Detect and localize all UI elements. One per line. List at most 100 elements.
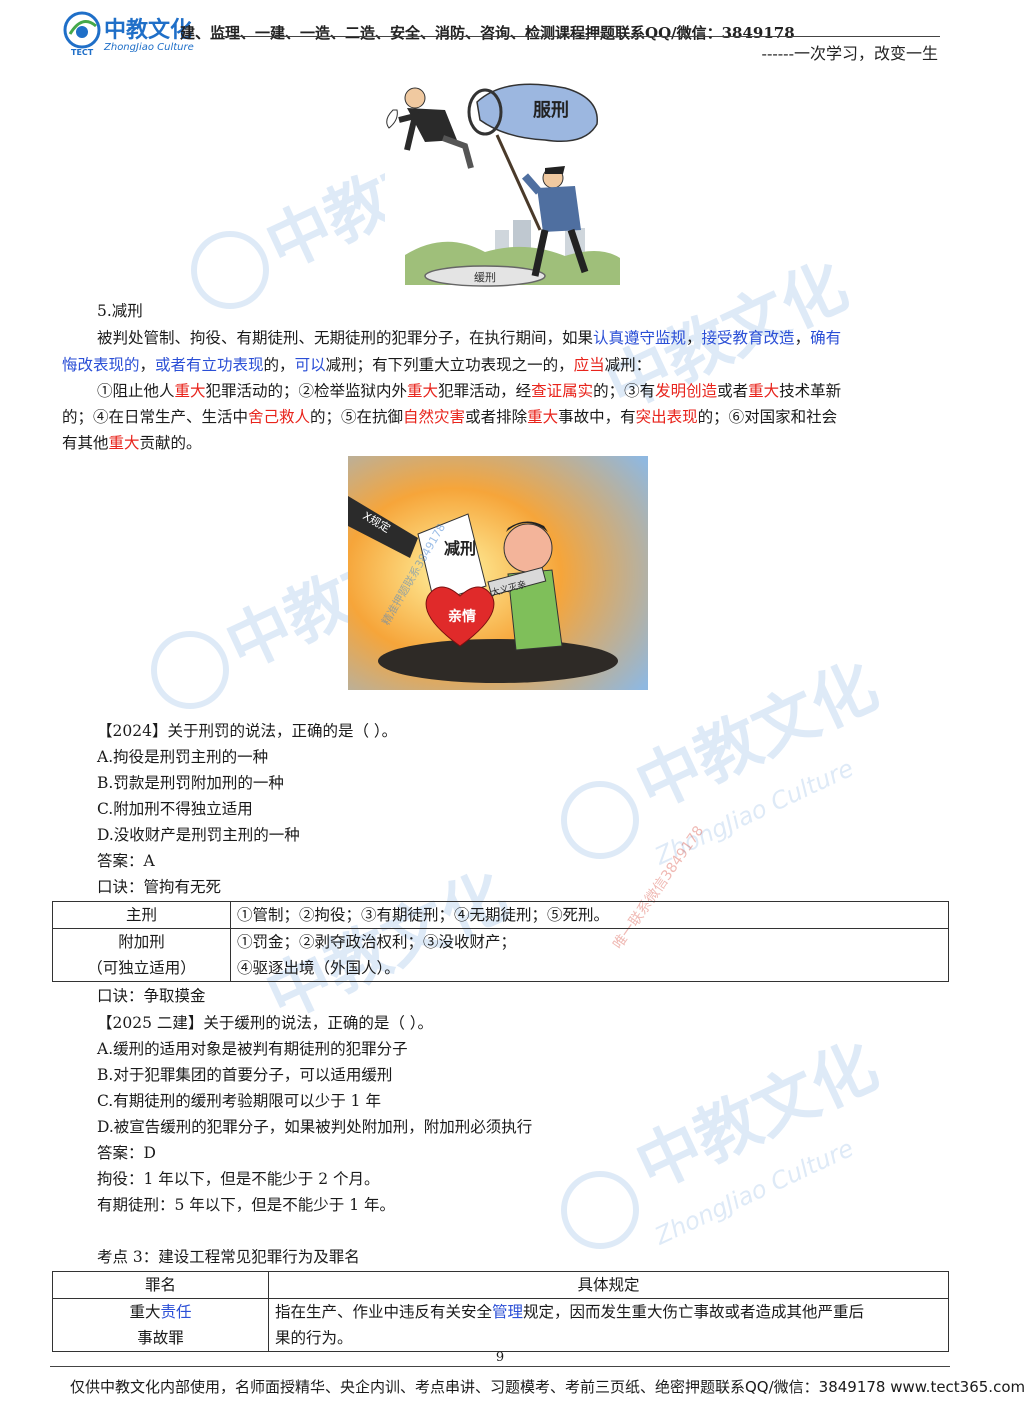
text-run: 事故中，有: [558, 408, 636, 426]
footer-divider: [50, 1366, 950, 1367]
question-option-c: C.附加刑不得独立适用: [97, 800, 253, 818]
column-header: 罪名: [52, 1271, 269, 1299]
highlighted-text: 舍己救人: [248, 408, 311, 426]
watermark-logo: 中教文化 ZhongJiao Culture: [560, 1029, 889, 1264]
question-answer: 答案：D: [97, 1144, 156, 1162]
text-run: 犯罪活动的；②检举监狱内外: [205, 382, 408, 400]
watermark-en: ZhongJiao Culture: [650, 754, 858, 871]
paper-label: 减刑: [444, 539, 476, 558]
logo-abbr: TECT: [71, 48, 94, 57]
text-run: ，: [139, 356, 156, 374]
highlighted-text: 应当: [573, 356, 605, 374]
penalty-type-note: （可独立适用）: [87, 959, 196, 977]
highlighted-text: 重大: [108, 434, 140, 452]
definition-text: 规定，因而发生重大伤亡事故或者造成其他严重后: [523, 1303, 865, 1321]
section-heading: 考点 3：建设工程常见犯罪行为及罪名: [97, 1248, 360, 1266]
page-header: 中教文化 ZhongJiao Culture TECT 建、监理、一建、一造、二…: [0, 0, 1000, 70]
text-run: ，: [794, 329, 811, 347]
text-run: 或者: [717, 382, 749, 400]
mnemonic: 口诀：争取摸金: [97, 987, 206, 1005]
question-option-b: B.对于犯罪集团的首要分子，可以适用缓刑: [97, 1066, 393, 1084]
highlighted-text: 悔改表现的: [62, 356, 140, 374]
text-run: 的；⑥对国家和社会: [697, 408, 838, 426]
highlighted-text: 发明创造: [655, 382, 718, 400]
text-run: 犯罪活动，经: [438, 382, 532, 400]
text-run: 被判处管制、拘役、有期徒刑、无期徒刑的犯罪分子，在执行期间，如果: [97, 329, 594, 347]
watermark-cn: 中教文化: [625, 1029, 888, 1204]
crime-table: 罪名 具体规定 重大责任 事故罪 指在生产、作业中违反有关安全管理规定，因而发生…: [52, 1271, 949, 1352]
penalty-type: 主刑: [125, 906, 157, 924]
logo-subtitle: ZhongJiao Culture: [104, 42, 194, 53]
column-header: 具体规定: [268, 1271, 949, 1299]
watermark-logo: 中教文化 ZhongJiao Culture: [560, 649, 889, 894]
watermark-cn: 中教文化: [625, 649, 888, 824]
text-run: 的；③有: [593, 382, 656, 400]
text-run: 贡献的。: [139, 434, 202, 452]
penalty-items: ①管制；②拘役；③有期徒刑；④无期徒刑；⑤死刑。: [237, 906, 610, 924]
header-divider: [222, 36, 940, 37]
question-answer: 答案：A: [97, 852, 155, 870]
question-option-a: A.缓刑的适用对象是被判有期徒刑的犯罪分子: [97, 1040, 408, 1058]
table-cell: 主刑: [52, 901, 231, 929]
paragraph-line: ①阻止他人重大犯罪活动的；②检举监狱内外重大犯罪活动，经查证属实的；③有发明创造…: [97, 378, 841, 404]
question-option-c: C.有期徒刑的缓刑考验期限可以少于 1 年: [97, 1092, 381, 1110]
question-option-b: B.罚款是刑罚附加刑的一种: [97, 774, 284, 792]
header-title: 建、监理、一建、一造、二造、安全、消防、咨询、检测课程押题联系QQ/微信：384…: [180, 24, 795, 42]
highlighted-text: 突出表现: [635, 408, 698, 426]
highlighted-text: 自然灾害: [403, 408, 466, 426]
cartoon-probation-illustration: 缓刑 服刑: [385, 80, 630, 290]
text-run: 的；④在日常生产、生活中: [62, 408, 249, 426]
company-logo: 中教文化 ZhongJiao Culture TECT: [60, 8, 220, 58]
question-option-d: D.没收财产是刑罚主刑的一种: [97, 826, 300, 844]
footer-text: 仅供中教文化内部使用，名师面授精华、央企内训、考点串讲、习题模考、考前三页纸、绝…: [70, 1378, 1025, 1396]
paragraph-line: 被判处管制、拘役、有期徒刑、无期徒刑的犯罪分子，在执行期间，如果认真遵守监规，接…: [97, 325, 841, 351]
definition-highlight: 管理: [492, 1303, 524, 1321]
table-header-row: 罪名 具体规定: [52, 1271, 949, 1299]
crime-name-highlight: 责任: [160, 1303, 192, 1321]
logo-name: 中教文化: [104, 18, 193, 43]
definition-text: 果的行为。: [275, 1329, 353, 1347]
table-cell: ①罚金；②剥夺政治权利；③没收财产； ④驱逐出境（外国人）。: [230, 928, 949, 982]
highlighted-text: 认真遵守监规: [593, 329, 687, 347]
table-row: 主刑 ①管制；②拘役；③有期徒刑；④无期徒刑；⑤死刑。: [52, 901, 949, 929]
crime-definition: 指在生产、作业中违反有关安全管理规定，因而发生重大伤亡事故或者造成其他严重后 果…: [268, 1298, 949, 1352]
highlighted-text: 确有: [810, 329, 842, 347]
penalty-items: ④驱逐出境（外国人）。: [237, 959, 400, 977]
text-run: ①阻止他人: [97, 382, 175, 400]
table-row: 重大责任 事故罪 指在生产、作业中违反有关安全管理规定，因而发生重大伤亡事故或者…: [52, 1298, 949, 1352]
paragraph-line: 悔改表现的，或者有立功表现的，可以减刑；有下列重大立功表现之一的，应当减刑：: [62, 352, 651, 378]
penalty-table: 主刑 ①管制；②拘役；③有期徒刑；④无期徒刑；⑤死刑。 附加刑 （可独立适用） …: [52, 901, 949, 982]
highlighted-text: 接受教育改造: [701, 329, 795, 347]
text-run: 减刑：: [604, 356, 652, 374]
highlighted-text: 可以: [294, 356, 326, 374]
crime-name-text: 事故罪: [137, 1329, 184, 1347]
mnemonic: 口诀：管拘有无死: [97, 878, 222, 896]
text-run: 的，: [263, 356, 295, 374]
section-heading: 5.减刑: [97, 302, 143, 320]
header-slogan: ------一次学习，改变一生: [761, 44, 938, 63]
cartoon-commutation-illustration: X规定 减刑 亲情 大义灭亲 精准押题联系3849178: [348, 456, 648, 690]
paragraph-line: 有其他重大贡献的。: [62, 430, 202, 456]
text-run: 或者排除: [465, 408, 528, 426]
text-run: 的；⑤在抗御: [310, 408, 404, 426]
text-run: 减刑；有下列重大立功表现之一的，: [325, 356, 574, 374]
crime-name: 重大责任 事故罪: [52, 1298, 269, 1352]
table-row: 附加刑 （可独立适用） ①罚金；②剥夺政治权利；③没收财产； ④驱逐出境（外国人…: [52, 928, 949, 982]
question-option-d: D.被宣告缓刑的犯罪分子，如果被判处附加刑，附加刑必须执行: [97, 1118, 533, 1136]
highlighted-text: 或者有立功表现: [155, 356, 264, 374]
ground-label: 缓刑: [474, 271, 496, 284]
definition-text: 指在生产、作业中违反有关安全: [275, 1303, 493, 1321]
text-run: ，: [686, 329, 702, 347]
highlighted-text: 重大: [527, 408, 559, 426]
highlighted-text: 重大: [174, 382, 206, 400]
net-label: 服刑: [533, 100, 569, 121]
crime-name-text: 重大: [129, 1303, 161, 1321]
note-line: 有期徒刑：5 年以下，但是不能少于 1 年。: [97, 1196, 396, 1214]
paragraph-line: 的；④在日常生产、生活中舍己救人的；⑤在抗御自然灾害或者排除重大事故中，有突出表…: [62, 404, 837, 430]
penalty-type: 附加刑: [118, 933, 165, 951]
note-line: 拘役：1 年以下，但是不能少于 2 个月。: [97, 1170, 380, 1188]
heart-label: 亲情: [448, 608, 476, 625]
text-run: 技术革新: [779, 382, 842, 400]
question-stem: 【2024】关于刑罚的说法，正确的是（ ）。: [97, 722, 398, 740]
text-run: 有其他: [62, 434, 109, 452]
